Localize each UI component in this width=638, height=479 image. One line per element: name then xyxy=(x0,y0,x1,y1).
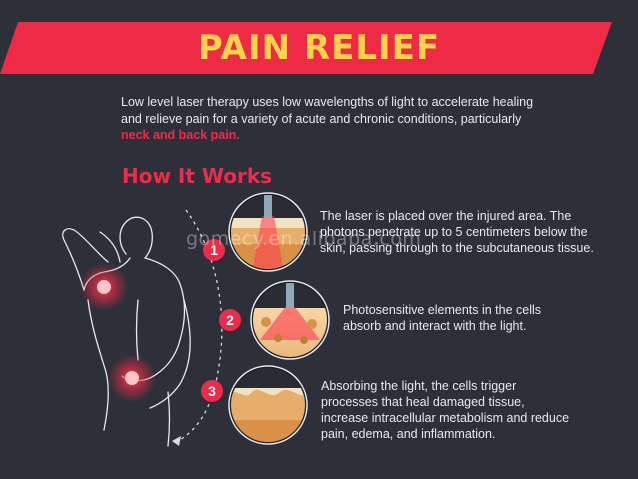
section-title: How It Works xyxy=(122,164,273,188)
step1-illustration xyxy=(228,192,308,272)
intro-highlight: neck and back pain. xyxy=(121,128,240,142)
step1-text: The laser is placed over the injured are… xyxy=(320,209,594,255)
page-title: PAIN RELIEF xyxy=(197,28,441,68)
intro-paragraph: Low level laser therapy uses low wavelen… xyxy=(121,94,541,144)
step3-text: Absorbing the light, the cells trigger p… xyxy=(321,379,570,441)
step1-number: 1 xyxy=(210,242,218,258)
intro-text: Low level laser therapy uses low wavelen… xyxy=(121,95,534,126)
step2-illustration xyxy=(250,280,330,360)
body-outline xyxy=(62,216,191,447)
title-banner xyxy=(0,22,612,74)
dashed-arc xyxy=(175,209,223,443)
step2-number: 2 xyxy=(226,312,234,328)
step3-number: 3 xyxy=(208,383,216,399)
step3-badge xyxy=(201,380,223,402)
step1-badge xyxy=(203,239,225,261)
step2-badge xyxy=(219,309,241,331)
step2-text: Photosensitive elements in the cells abs… xyxy=(343,303,542,333)
step3-illustration xyxy=(228,365,308,445)
watermark: gomecy.en.alibaba.com xyxy=(186,228,422,250)
